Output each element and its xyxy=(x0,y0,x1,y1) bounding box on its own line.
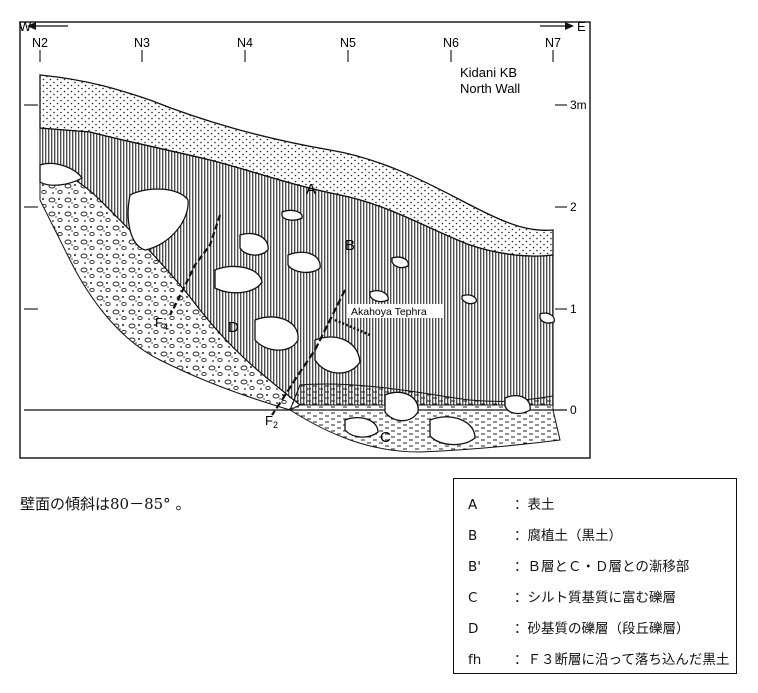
west-arrow xyxy=(27,22,68,30)
legend-text: ：腐植土（黒土） xyxy=(514,528,622,544)
legend-row-c: C ：シルト質基質に富む礫層 xyxy=(468,586,676,606)
boulders xyxy=(39,162,555,446)
legend-code: A xyxy=(468,497,478,513)
legend-box: A ：表土 B ：腐植土（黒土） B' ：Ｂ層とＣ・Ｄ層との漸移部 C ：シルト質基質に… xyxy=(453,478,737,674)
grid-label-n5: N5 xyxy=(340,36,356,50)
grid-label-n2: N2 xyxy=(32,36,48,50)
scale-label-2: 2 xyxy=(570,200,577,214)
scale-ticks xyxy=(24,104,567,310)
layer-label-d: D xyxy=(228,319,239,336)
grid-label-n7: N7 xyxy=(545,36,561,50)
grid-label-n4: N4 xyxy=(237,36,253,50)
grid-label-n6: N6 xyxy=(443,36,459,50)
legend-code: B' xyxy=(468,559,481,575)
west-label: W xyxy=(19,19,32,34)
legend-code: D xyxy=(468,621,479,637)
layer-label-a: A xyxy=(306,181,316,198)
legend-text: ：Ｂ層とＣ・Ｄ層との漸移部 xyxy=(514,559,690,575)
scale-label-0: 0 xyxy=(570,403,577,417)
legend-row-b: B ：腐植土（黒土） xyxy=(468,524,622,544)
fault-lines xyxy=(169,214,346,416)
legend-row-b-prime: B' ：Ｂ層とＣ・Ｄ層との漸移部 xyxy=(468,555,689,575)
legend-text: ：Ｆ３断層に沿って落ち込んだ黒土 xyxy=(514,652,730,668)
legend-row-a: A ：表土 xyxy=(468,493,555,513)
title-line-2: North Wall xyxy=(460,81,520,96)
tephra-label-bg xyxy=(348,304,444,318)
scale-label-3m: 3m xyxy=(570,98,587,112)
legend-text: ：表土 xyxy=(514,497,555,513)
fault-label-f4: F4 xyxy=(155,315,168,332)
legend-text: ：シルト質基質に富む礫層 xyxy=(514,590,676,606)
legend-row-fh: fh ：Ｆ３断層に沿って落ち込んだ黒土 xyxy=(468,648,729,668)
legend-code: B xyxy=(468,528,478,544)
legend-row-d: D ：砂基質の礫層（段丘礫層） xyxy=(468,617,690,637)
tephra-label: Akahoya Tephra xyxy=(351,306,427,318)
fault-label-f2: F2 xyxy=(265,413,278,430)
grid-label-n3: N3 xyxy=(134,36,150,50)
legend-text: ：砂基質の礫層（段丘礫層） xyxy=(514,621,690,637)
layer-label-c: C xyxy=(380,429,391,446)
title-line-1: Kidani KB xyxy=(460,65,517,80)
scale-label-1: 1 xyxy=(570,302,577,316)
legend-code: C xyxy=(468,590,478,606)
layer-label-b: B xyxy=(345,237,355,254)
east-arrow xyxy=(540,22,574,30)
caption-text: 壁面の傾斜は80－85° 。 xyxy=(20,495,191,513)
legend-code: fh xyxy=(468,652,482,668)
figure-frame xyxy=(19,21,591,459)
grid-ticks xyxy=(39,50,554,62)
east-label: E xyxy=(577,19,586,34)
wall-section-diagram: W E N2 N3 N4 N5 N6 N7 Kidani KB North Wa… xyxy=(19,19,591,459)
